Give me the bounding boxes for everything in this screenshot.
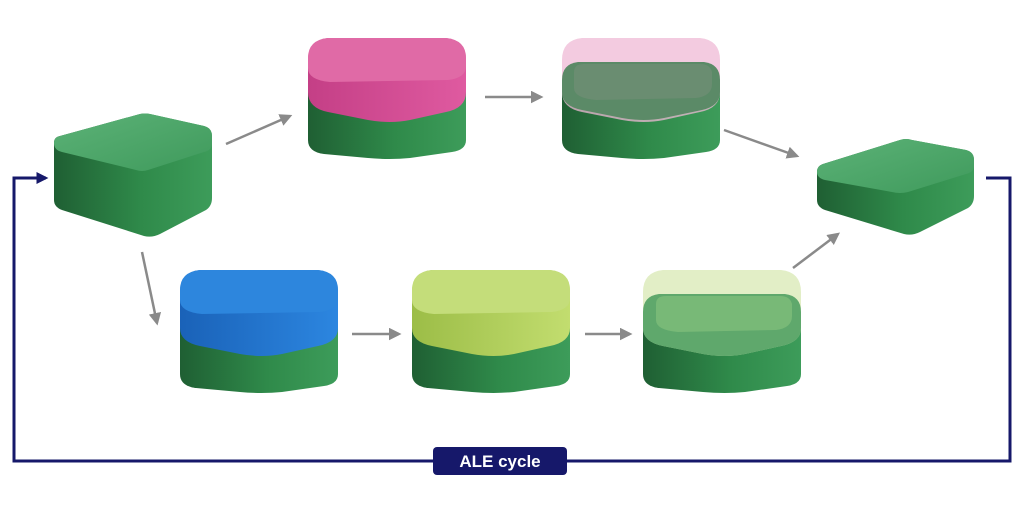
cycle-label-box — [433, 447, 567, 475]
purge-block-lime — [643, 270, 801, 393]
arrow-start-to-a — [225, 114, 293, 146]
precursor-block-blue — [180, 270, 338, 393]
cycle-label: ALE cycle — [433, 447, 567, 475]
arrow-cpurge-to-end — [792, 232, 840, 269]
arrow-start-to-b — [140, 251, 162, 326]
precursor-block-pink — [308, 38, 466, 159]
substrate-block-end — [817, 139, 974, 235]
substrate-block-start — [54, 113, 212, 237]
cycle-label-text: ALE cycle — [459, 452, 540, 471]
precursor-block-lime — [412, 270, 570, 393]
purge-block-pink — [562, 38, 720, 159]
arrow-apurge-to-end — [723, 128, 800, 159]
